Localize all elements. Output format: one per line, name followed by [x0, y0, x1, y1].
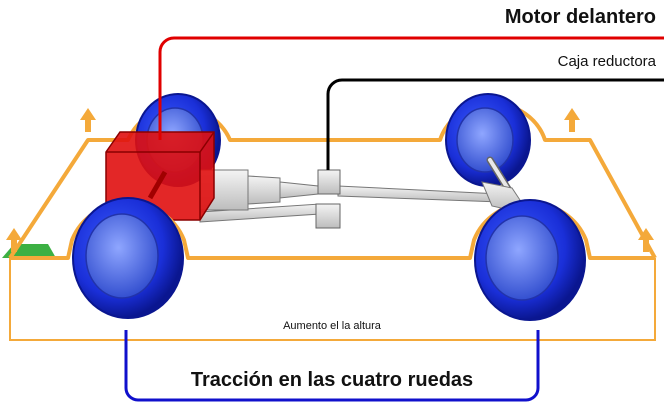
up-arrow-icon: [638, 228, 654, 252]
four-wheel-drive-label: Tracción en las cuatro ruedas: [190, 369, 474, 391]
engine-callout-line: [158, 36, 664, 140]
ride-height-frame: [9, 258, 656, 341]
up-arrow-icon: [6, 228, 22, 252]
wheel-rear-right: [445, 93, 531, 196]
up-arrow-icons: [6, 108, 654, 252]
up-arrow-icon: [80, 108, 96, 132]
wheel-front-left: [72, 197, 184, 319]
transfer-case-callout-line: [326, 78, 664, 170]
transfer-case-label: Caja reductora: [557, 53, 656, 70]
four-wheel-drive-line: [124, 330, 540, 402]
height-increase-label: Aumento el la altura: [283, 320, 381, 332]
transfer-case: [315, 169, 341, 229]
wheel-front-right: [474, 199, 586, 321]
front-engine-label: Motor delantero: [504, 6, 656, 28]
up-arrow-icon: [564, 108, 580, 132]
